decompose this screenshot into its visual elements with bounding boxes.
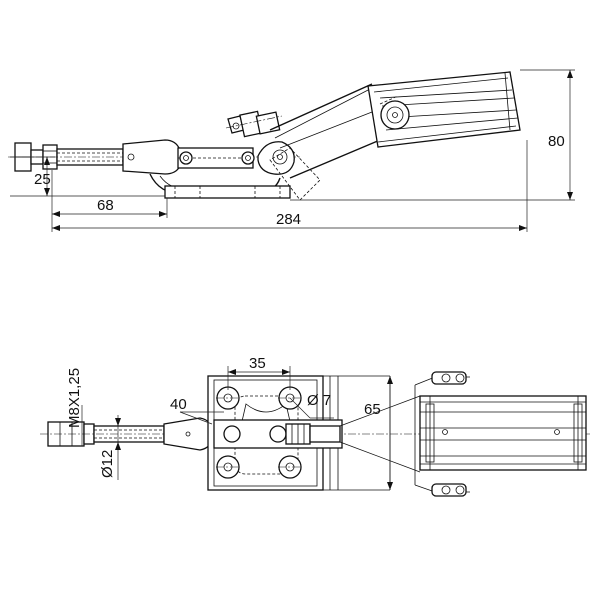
adjusting-screw	[225, 110, 283, 138]
dim-35-label: 35	[249, 355, 266, 372]
base-plate	[164, 185, 291, 199]
dim-68-label: 68	[97, 197, 114, 214]
dim-80-label: 80	[548, 133, 565, 150]
dim-284-label: 284	[276, 211, 301, 228]
handle-grip	[367, 71, 521, 148]
top-view: 35 40 Ø 7 65 M8X1,25	[40, 355, 590, 497]
dim-hole-dia: Ø 7	[289, 392, 334, 419]
dim-rod-dia-label: Ø12	[99, 450, 116, 478]
linkage	[177, 141, 321, 201]
dim-284: 284	[52, 140, 528, 232]
dim-65: 65	[364, 376, 393, 490]
handle-lever	[269, 83, 381, 179]
dim-80: 80	[290, 69, 575, 201]
side-view: 80 25 68 284	[8, 69, 575, 232]
dim-25-label: 25	[34, 171, 51, 188]
dim-40: 40	[170, 396, 224, 425]
dim-rod-dia: Ø12	[99, 415, 121, 480]
top-handle-lever	[339, 371, 470, 497]
dim-thread-label: M8X1,25	[66, 368, 83, 428]
dim-40-label: 40	[170, 396, 187, 413]
top-linkage	[213, 419, 343, 449]
top-plunger-rod	[40, 421, 590, 447]
dim-thread: M8X1,25	[66, 368, 83, 446]
dim-35: 35	[227, 355, 291, 390]
top-handle-grip	[419, 395, 587, 471]
dim-65-label: 65	[364, 401, 381, 418]
top-guide-body	[163, 417, 215, 451]
dim-68: 68	[51, 170, 168, 232]
dim-25: 25	[10, 156, 165, 197]
dim-hole-dia-label: Ø 7	[307, 392, 331, 409]
